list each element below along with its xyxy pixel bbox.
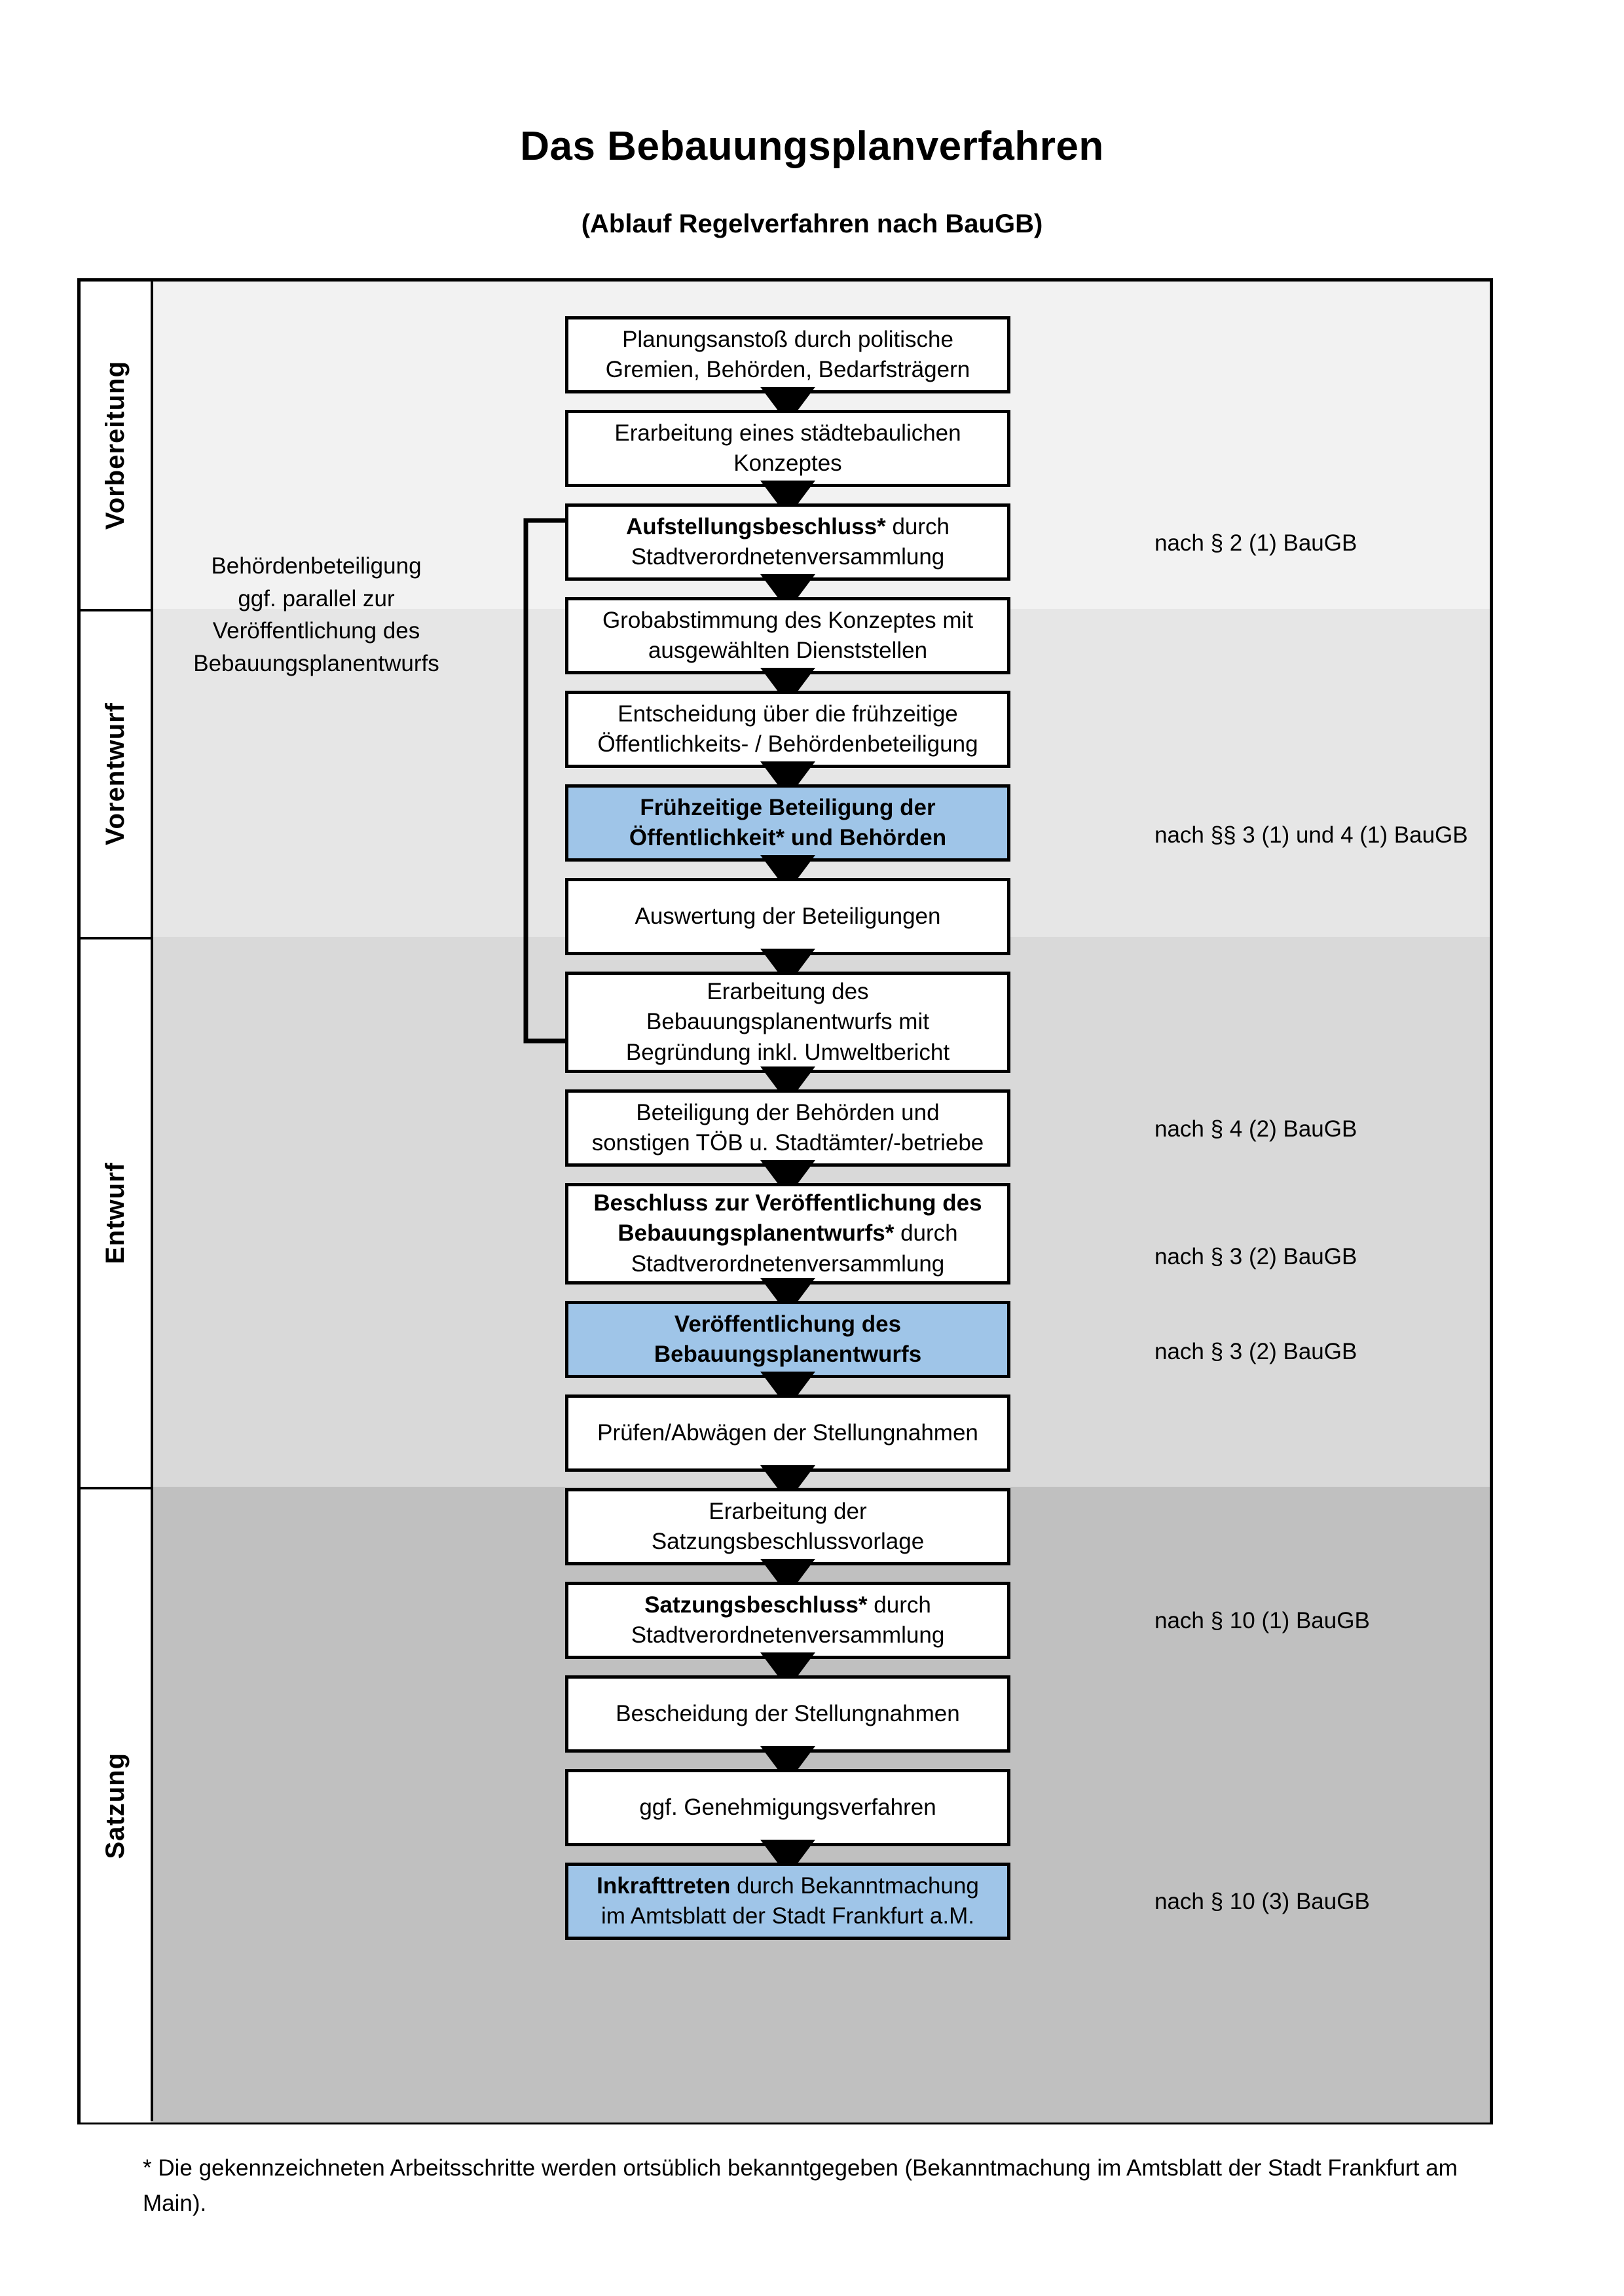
- legal-reference-2-1: nach § 2 (1) BauGB: [1154, 530, 1357, 556]
- legal-reference-3-2-a: nach § 3 (2) BauGB: [1154, 1244, 1357, 1269]
- step-beteiligung-behoerden[interactable]: Beteiligung der Behörden und sonstigen T…: [565, 1089, 1010, 1167]
- step-planungsanstoss[interactable]: Planungsanstoß durch politische Gremien,…: [565, 316, 1010, 393]
- step-konzept[interactable]: Erarbeitung eines städtebaulichen Konzep…: [565, 410, 1010, 487]
- phase-label-entwurf: Entwurf: [81, 939, 151, 1487]
- legal-reference-10-1: nach § 10 (1) BauGB: [1154, 1608, 1370, 1633]
- step-bold-1: Veröffentlichung des: [674, 1311, 902, 1337]
- step-inkrafttreten[interactable]: Inkrafttreten durch Bekanntmachung im Am…: [565, 1863, 1010, 1940]
- step-line-2: ausgewählten Dienststellen: [648, 638, 928, 663]
- phase-separator-1: [81, 609, 151, 611]
- legal-reference-3-2-b: nach § 3 (2) BauGB: [1154, 1339, 1357, 1364]
- step-grobabstimmung[interactable]: Grobabstimmung des Konzeptes mit ausgewä…: [565, 597, 1010, 674]
- phase-label-vorentwurf: Vorentwurf: [81, 611, 151, 937]
- step-line-2: Stadtverordnetenversammlung: [631, 544, 945, 570]
- phase-separator-3: [81, 1487, 151, 1489]
- step-aufstellungsbeschluss[interactable]: Aufstellungsbeschluss* durch Stadtverord…: [565, 503, 1010, 581]
- step-line-2: Konzeptes: [733, 450, 842, 476]
- phase-label-text: Entwurf: [101, 1162, 130, 1264]
- step-line-2: Stadtverordnetenversammlung: [631, 1250, 945, 1277]
- step-auswertung[interactable]: Auswertung der Beteiligungen: [565, 878, 1010, 955]
- step-line-2: Gremien, Behörden, Bedarfsträgern: [605, 357, 970, 382]
- step-veroeffentlichung-entwurf[interactable]: Veröffentlichung des Bebauungsplanentwur…: [565, 1301, 1010, 1378]
- step-line-2: Stadtverordnetenversammlung: [631, 1622, 945, 1648]
- step-line-1: Erarbeitung eines städtebaulichen: [614, 420, 961, 446]
- phase-label-vorbereitung: Vorbereitung: [81, 282, 151, 609]
- step-line-2: sonstigen TÖB u. Stadtämter/-betriebe: [591, 1130, 984, 1156]
- step-entscheidung-beteiligung[interactable]: Entscheidung über die frühzeitige Öffent…: [565, 691, 1010, 768]
- step-line-1: durch: [867, 1592, 931, 1618]
- step-erarbeitung-bebauungsplanentwurf[interactable]: Erarbeitung des Bebauungsplanentwurfs mi…: [565, 972, 1010, 1073]
- phase-label-satzung: Satzung: [81, 1489, 151, 2123]
- step-bold-1: Aufstellungsbeschluss*: [625, 513, 886, 539]
- label-column-divider: [151, 282, 153, 2121]
- step-line-1: durch Bekanntmachung: [730, 1872, 979, 1899]
- step-line-1: ggf. Genehmigungsverfahren: [639, 1794, 936, 1820]
- flowchart-frame: Vorbereitung Vorentwurf Entwurf Satzung …: [77, 278, 1493, 2124]
- step-line-2: Öffentlichkeits- / Behördenbeteiligung: [597, 731, 978, 757]
- step-satzungsbeschluss[interactable]: Satzungsbeschluss* durch Stadtverordnete…: [565, 1582, 1010, 1659]
- step-line-1: Prüfen/Abwägen der Stellungnahmen: [597, 1419, 978, 1446]
- side-note-parallel-participation: Behördenbeteiligung ggf. parallel zur Ve…: [193, 553, 439, 677]
- phase-separator-2: [81, 937, 151, 939]
- step-line-1: durch: [885, 513, 950, 539]
- step-line-1: Erarbeitung des: [707, 979, 869, 1005]
- step-fruehzeitige-beteiligung[interactable]: Frühzeitige Beteiligung der Öffentlichke…: [565, 784, 1010, 862]
- step-line-2: Satzungsbeschlussvorlage: [651, 1529, 925, 1554]
- phase-label-text: Vorentwurf: [101, 702, 130, 846]
- step-bold-1: Inkrafttreten: [597, 1872, 731, 1899]
- legal-reference-4-2: nach § 4 (2) BauGB: [1154, 1116, 1357, 1142]
- step-line-3: Begründung inkl. Umweltbericht: [625, 1039, 950, 1065]
- step-bold-2: Öffentlichkeit* und Behörden: [629, 825, 947, 850]
- step-genehmigungsverfahren[interactable]: ggf. Genehmigungsverfahren: [565, 1769, 1010, 1846]
- page-subtitle: (Ablauf Regelverfahren nach BauGB): [581, 210, 1043, 238]
- step-bold-2: Bebauungsplanentwurfs*: [618, 1220, 895, 1247]
- step-bold-1: Satzungsbeschluss*: [644, 1592, 868, 1618]
- step-bold-1: Beschluss zur Veröffentlichung des: [593, 1190, 982, 1216]
- phase-label-text: Satzung: [101, 1753, 130, 1859]
- step-line-1: Auswertung der Beteiligungen: [635, 903, 941, 929]
- page-title: Das Bebauungsplanverfahren: [520, 124, 1104, 169]
- step-line-1: Grobabstimmung des Konzeptes mit: [602, 607, 974, 633]
- step-bold-1: Frühzeitige Beteiligung der: [640, 794, 936, 820]
- footnote: * Die gekennzeichneten Arbeitsschritte w…: [143, 2155, 1458, 2217]
- step-line-1: Beteiligung der Behörden und: [636, 1099, 940, 1125]
- step-line-1: Erarbeitung der: [709, 1498, 867, 1524]
- step-line-2: Bebauungsplanentwurfs mit: [646, 1009, 929, 1035]
- step-line-2: im Amtsblatt der Stadt Frankfurt a.M.: [601, 1903, 974, 1929]
- step-pruefen-abwaegen[interactable]: Prüfen/Abwägen der Stellungnahmen: [565, 1394, 1010, 1472]
- legal-reference-3-1-4-1: nach §§ 3 (1) und 4 (1) BauGB: [1154, 822, 1468, 848]
- phase-label-text: Vorbereitung: [101, 361, 130, 530]
- step-bold-2: Bebauungsplanentwurfs: [654, 1341, 922, 1367]
- step-line-1: Planungsanstoß durch politische: [622, 326, 953, 352]
- step-line-1: durch: [894, 1220, 958, 1247]
- step-beschluss-veroeffentlichung[interactable]: Beschluss zur Veröffentlichung des Bebau…: [565, 1183, 1010, 1285]
- legal-reference-10-3: nach § 10 (3) BauGB: [1154, 1889, 1370, 1914]
- step-line-1: Bescheidung der Stellungnahmen: [616, 1700, 960, 1726]
- step-satzungsbeschlussvorlage[interactable]: Erarbeitung der Satzungsbeschlussvorlage: [565, 1488, 1010, 1565]
- step-line-1: Entscheidung über die frühzeitige: [618, 701, 958, 727]
- step-bescheidung-stellungnahmen[interactable]: Bescheidung der Stellungnahmen: [565, 1675, 1010, 1753]
